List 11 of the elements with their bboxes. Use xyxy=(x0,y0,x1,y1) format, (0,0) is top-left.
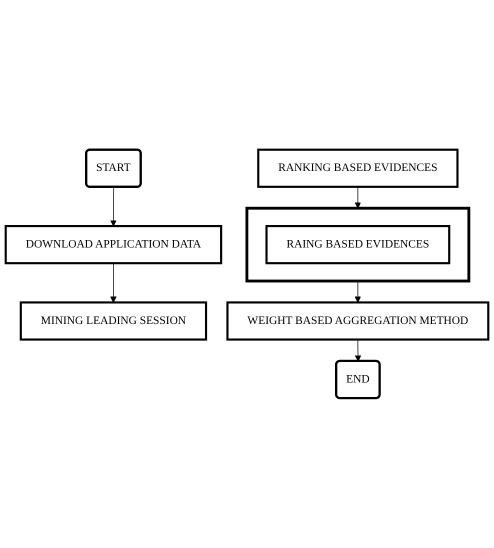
node-box: DOWNLOAD APPLICATION DATA xyxy=(4,225,222,264)
arrow xyxy=(354,186,361,209)
arrow xyxy=(354,339,362,362)
cluster xyxy=(245,206,470,283)
arrow xyxy=(354,280,361,303)
node-box: MINING LEADING SESSION xyxy=(20,301,208,341)
node-box: WEIGHT BASED AGGREGATION METHOD xyxy=(226,301,490,341)
node-box: RANKING BASED EVIDENCES xyxy=(257,148,459,188)
arrow xyxy=(110,262,117,303)
node-box: RAING BASED EVIDENCES xyxy=(265,225,450,264)
arrow xyxy=(110,186,117,226)
